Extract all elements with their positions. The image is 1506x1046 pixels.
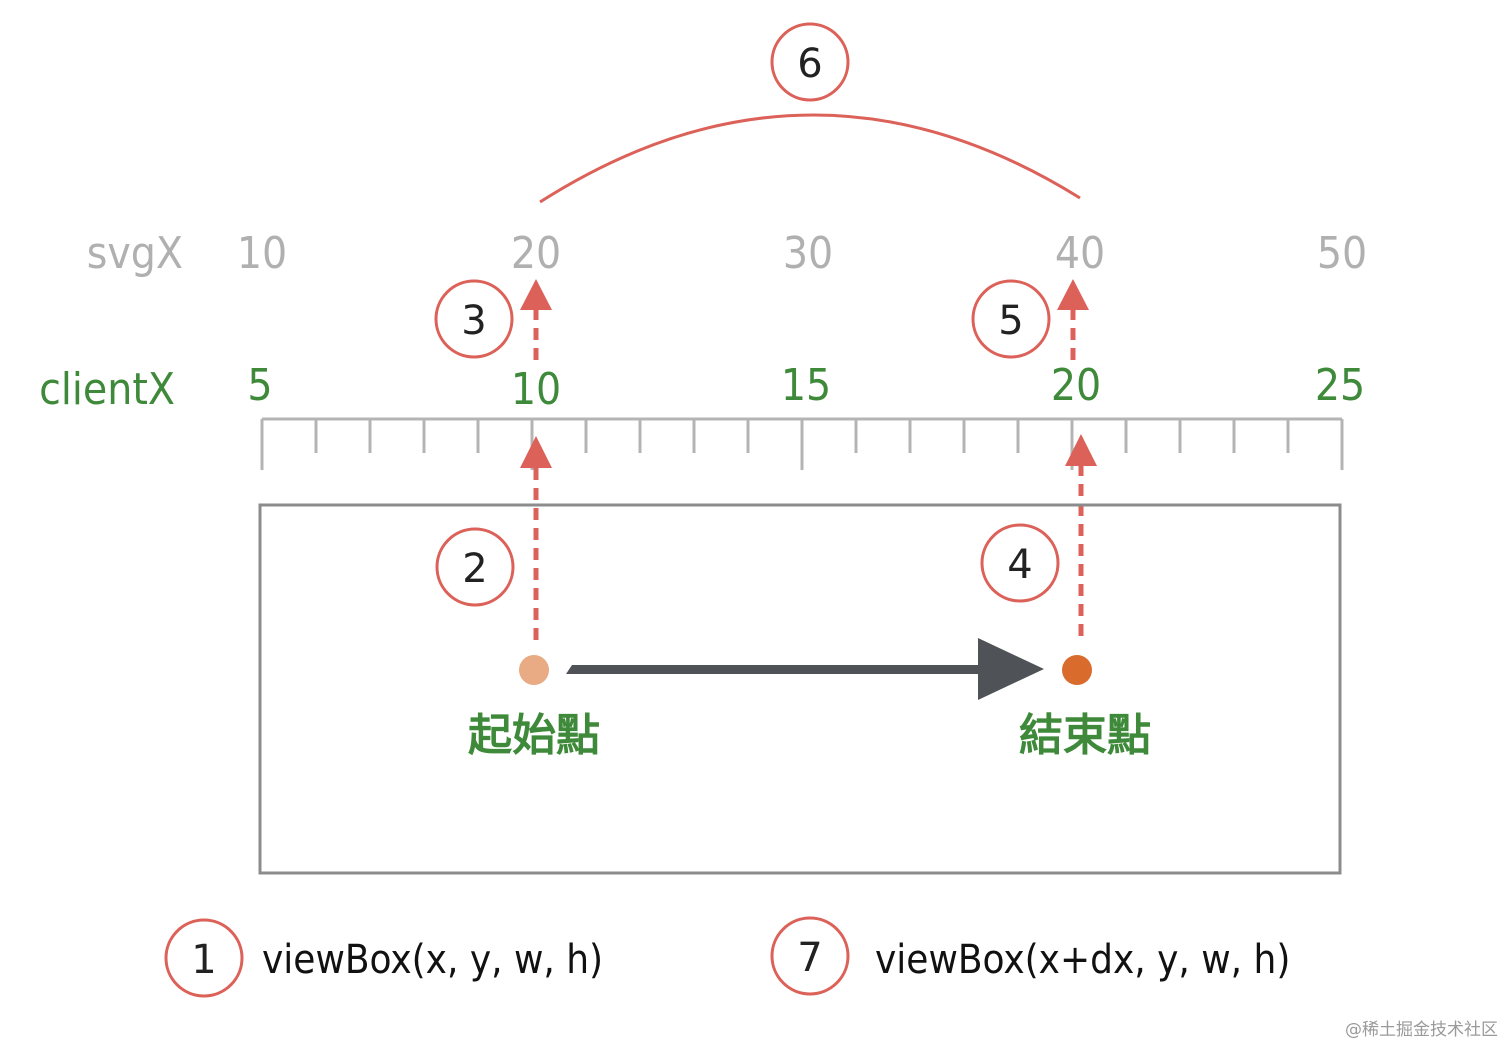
step-2-badge: 2 xyxy=(435,527,515,607)
svgx-tick-20: 20 xyxy=(511,228,561,279)
step-7-badge: 7 xyxy=(770,916,850,996)
step-3-badge: 3 xyxy=(434,279,514,359)
end-point xyxy=(1062,655,1092,685)
viewport-box xyxy=(258,503,1342,875)
clientx-tick-10: 10 xyxy=(511,364,561,415)
end-point-label: 結束點 xyxy=(1019,710,1151,761)
formula-before: viewBox(x, y, w, h) xyxy=(262,937,603,983)
start-upper-arrow xyxy=(520,279,552,360)
end-lower-arrow xyxy=(1065,434,1097,636)
svg-text:2: 2 xyxy=(462,546,487,592)
start-lower-arrow xyxy=(520,436,552,640)
ruler xyxy=(260,417,1344,470)
svg-text:1: 1 xyxy=(191,937,216,983)
svgx-axis-label: svgX xyxy=(87,228,183,279)
step-4-badge: 4 xyxy=(980,523,1060,603)
clientx-tick-5: 5 xyxy=(247,360,272,411)
start-point-label: 起始點 xyxy=(468,710,600,761)
clientx-tick-20: 20 xyxy=(1051,360,1101,411)
svg-text:4: 4 xyxy=(1007,542,1032,588)
svg-text:3: 3 xyxy=(461,298,486,344)
svgx-tick-30: 30 xyxy=(783,228,833,279)
step-1-badge: 1 xyxy=(164,918,244,998)
svgx-span-arc xyxy=(539,113,1081,204)
clientx-tick-15: 15 xyxy=(781,360,831,411)
svgx-tick-50: 50 xyxy=(1317,228,1367,279)
svg-text:7: 7 xyxy=(797,935,822,981)
svg-text:6: 6 xyxy=(797,41,822,87)
clientx-tick-25: 25 xyxy=(1315,360,1365,411)
drag-arrow xyxy=(566,638,1044,700)
svgx-tick-10: 10 xyxy=(237,228,287,279)
formula-after: viewBox(x+dx, y, w, h) xyxy=(875,937,1290,983)
step-5-badge: 5 xyxy=(971,279,1051,359)
step-6-badge: 6 xyxy=(770,22,850,102)
svg-text:5: 5 xyxy=(998,298,1023,344)
watermark: @稀土掘金技术社区 xyxy=(1345,1020,1498,1040)
end-upper-arrow xyxy=(1057,279,1089,360)
svgx-tick-40: 40 xyxy=(1055,228,1105,279)
start-point xyxy=(519,655,549,685)
clientx-axis-label: clientX xyxy=(39,364,175,415)
